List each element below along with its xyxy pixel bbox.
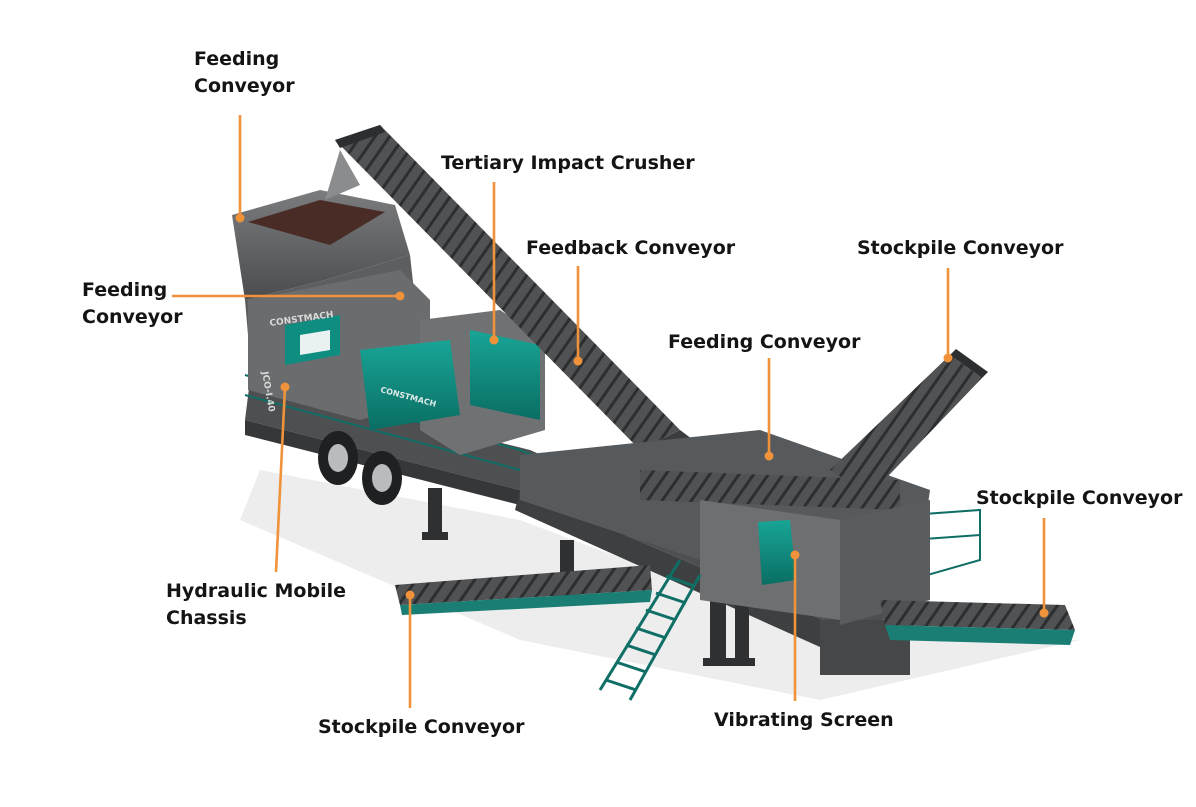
label-line: Hydraulic Mobile	[166, 580, 346, 602]
stockpile-conveyor-right	[880, 600, 1075, 645]
leader-hydraulic	[274, 386, 287, 573]
label-stockpile-conveyor-right-top: Stockpile Conveyor	[857, 237, 1064, 259]
label-line: Conveyor	[194, 75, 295, 97]
screen-unit	[520, 430, 930, 625]
label-feeding-conveyor-left: Feeding Conveyor	[82, 277, 183, 331]
impact-crusher: CONSTMACH	[360, 310, 545, 455]
leader-lines	[172, 115, 1046, 708]
label-vibrating-screen: Vibrating Screen	[714, 709, 894, 731]
label-line: Feeding	[194, 48, 280, 70]
stockpile-conveyor-bottom	[395, 565, 652, 615]
label-line: Feeding	[82, 279, 168, 301]
label-stockpile-conveyor-bottom: Stockpile Conveyor	[318, 716, 525, 738]
label-feeding-conveyor-top: Feeding Conveyor	[194, 46, 295, 100]
label-feeding-conveyor-center: Feeding Conveyor	[668, 331, 861, 353]
label-stockpile-conveyor-right: Stockpile Conveyor	[976, 487, 1183, 509]
label-line: Chassis	[166, 607, 247, 629]
wheels	[318, 431, 402, 505]
label-tertiary-impact-crusher: Tertiary Impact Crusher	[441, 152, 695, 174]
label-hydraulic-mobile-chassis: Hydraulic Mobile Chassis	[166, 578, 346, 632]
stockpile-conveyor-right-top	[830, 349, 988, 495]
label-line: Conveyor	[82, 306, 183, 328]
leader-dots	[235, 213, 1049, 618]
access-stairs	[598, 559, 702, 701]
label-feedback-conveyor: Feedback Conveyor	[526, 237, 736, 259]
